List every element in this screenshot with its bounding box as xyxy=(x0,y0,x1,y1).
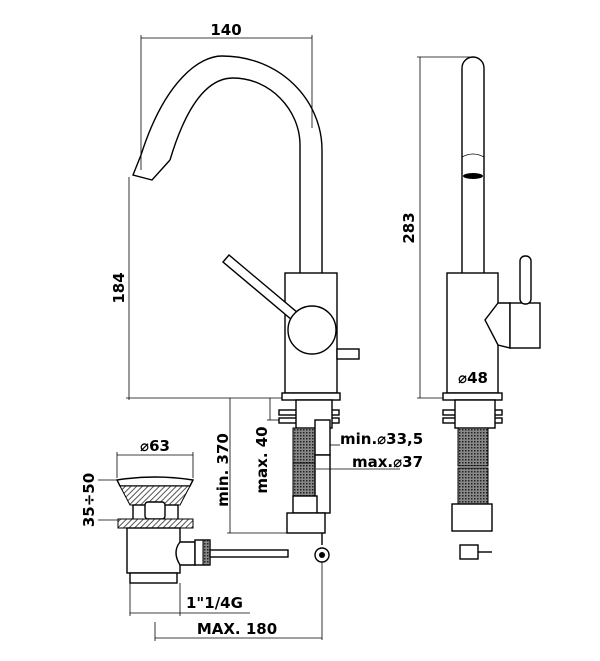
dim-thread: 1"1/4G xyxy=(186,594,243,612)
dim-total-height: 283 xyxy=(400,212,418,243)
side-handle xyxy=(509,302,541,349)
waste-cap xyxy=(115,476,195,487)
side-base xyxy=(442,392,503,401)
side-lever xyxy=(519,255,532,305)
dim-min-height: min. 370 xyxy=(214,433,232,507)
side-spout xyxy=(461,56,485,273)
dim-body-diameter: ⌀48 xyxy=(458,369,488,387)
side-body xyxy=(446,272,499,394)
dim-waste-height: 35÷50 xyxy=(80,473,98,527)
spout-nozzle xyxy=(132,154,171,181)
dim-spout-height: 184 xyxy=(110,272,128,303)
dim-min-hole: min.⌀33,5 xyxy=(340,430,423,448)
side-view: 283 ⌀48 xyxy=(400,56,541,560)
installation-view: min.⌀33,5 max.⌀37 min. 370 max. 40 xyxy=(214,398,423,640)
dim-width: 140 xyxy=(210,21,241,39)
side-handle-joint xyxy=(484,302,511,349)
aerator xyxy=(463,173,483,179)
pop-up-knob xyxy=(336,348,360,360)
front-view: 140 184 xyxy=(110,21,360,401)
spout-outer xyxy=(140,55,323,273)
base-plate xyxy=(281,392,341,401)
dim-waste-diameter: ⌀63 xyxy=(140,437,170,455)
dim-max-deck: max. 40 xyxy=(253,426,271,493)
dim-max-length: MAX. 180 xyxy=(197,620,277,638)
spout-inner xyxy=(169,77,301,273)
handle-knob xyxy=(287,305,337,355)
waste-view: ⌀63 35÷50 1"1/4G MAX. 180 xyxy=(80,437,322,641)
dim-max-hole: max.⌀37 xyxy=(352,453,423,471)
